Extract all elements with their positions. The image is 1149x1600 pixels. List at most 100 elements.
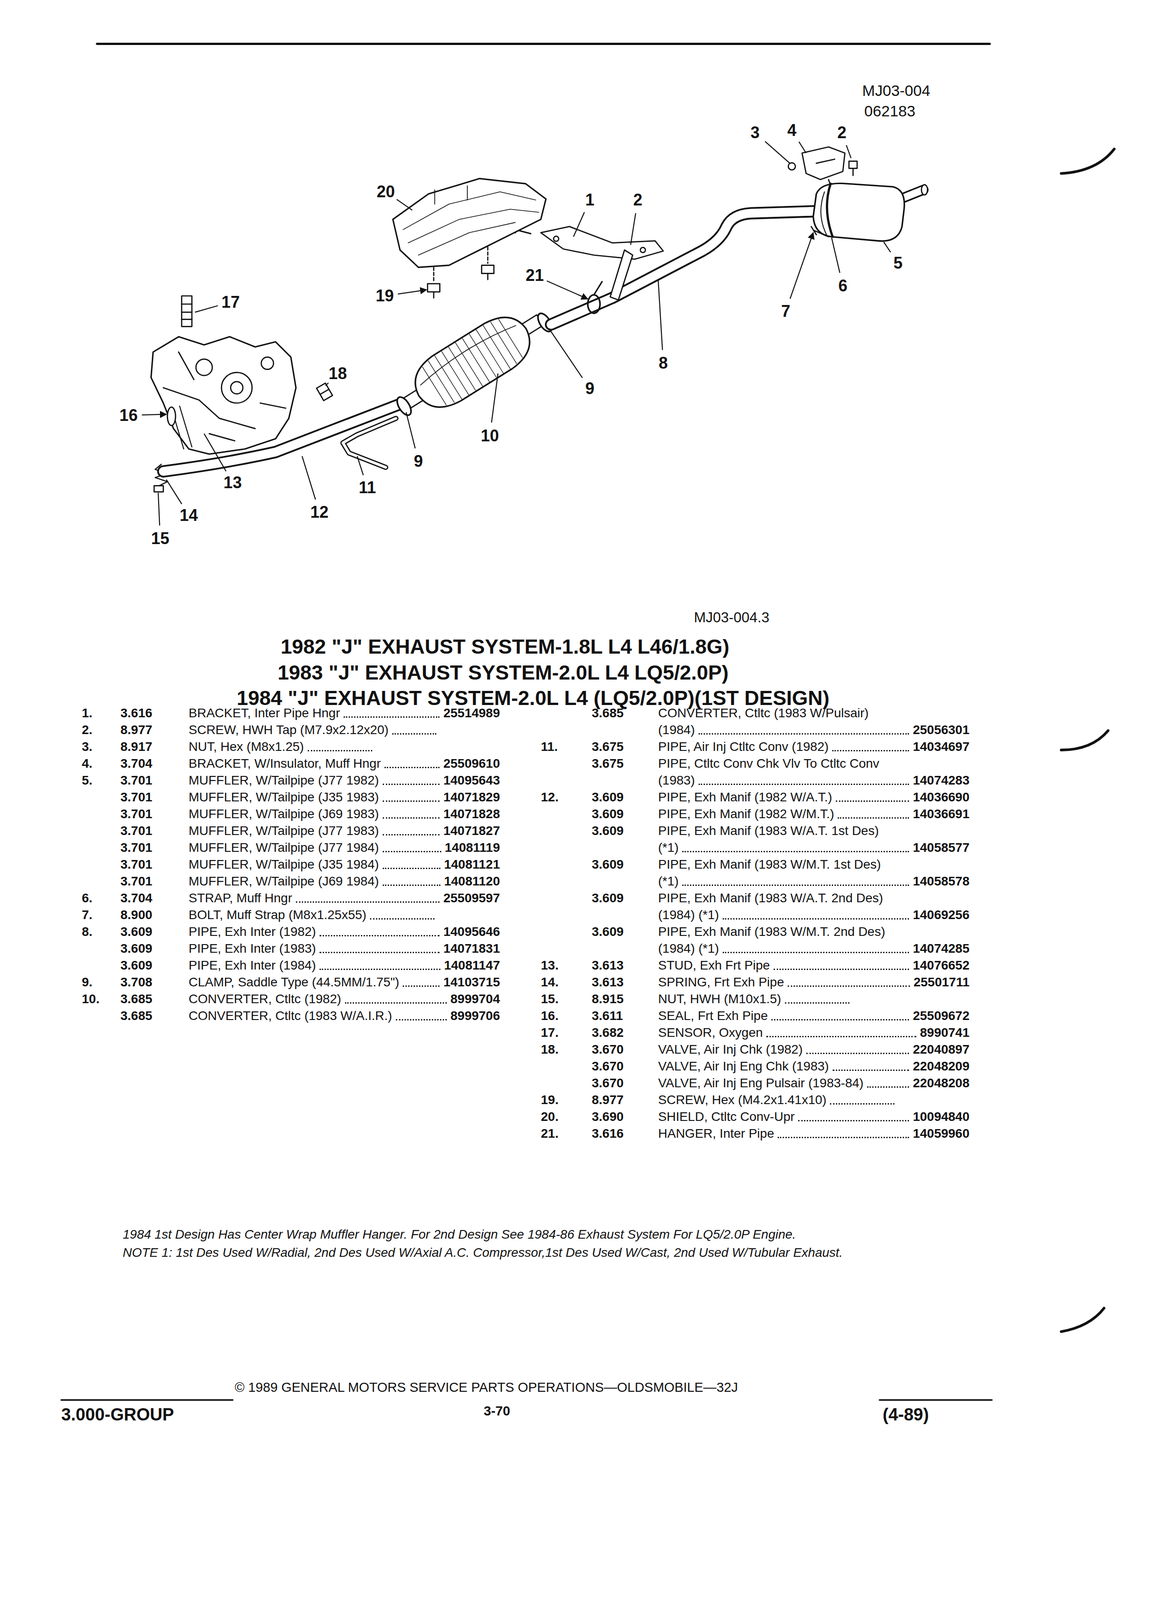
dot-leader xyxy=(682,884,910,886)
group-code: 3.611 xyxy=(591,1007,624,1025)
part-number: 8999706 xyxy=(450,1007,500,1025)
group-code: 3.670 xyxy=(591,1057,624,1075)
dot-leader xyxy=(771,1019,910,1021)
item-number: 15. xyxy=(540,990,559,1008)
group-code: 3.701 xyxy=(120,872,153,890)
item-number: 7. xyxy=(81,906,93,924)
callout-number: 9 xyxy=(585,380,595,397)
part-description: MUFFLER, W/Tailpipe (J77 1982) xyxy=(188,771,424,789)
part-description: MUFFLER, W/Tailpipe (J35 1984) xyxy=(188,855,424,873)
section-heading: 1982 "J" EXHAUST SYSTEM-1.8L L4 L46/1.8G… xyxy=(280,634,730,660)
group-code: 3.609 xyxy=(120,923,153,940)
leader-line xyxy=(573,212,585,237)
dot-leader xyxy=(382,783,440,785)
part-number: 22040897 xyxy=(912,1040,970,1058)
part-description: CLAMP, Saddle Type (44.5MM/1.75") xyxy=(188,973,424,991)
dot-leader xyxy=(382,834,440,836)
callout-number: 3 xyxy=(750,124,760,141)
group-code: 3.609 xyxy=(120,956,153,974)
dot-leader xyxy=(307,749,373,752)
item-number: 19. xyxy=(540,1091,559,1109)
part-description: NUT, Hex (M8x1.25) xyxy=(188,738,424,755)
item-number: 18. xyxy=(540,1040,559,1058)
part-description: SEAL, Frt Exh Pipe xyxy=(658,1007,894,1025)
part-description: BRACKET, Inter Pipe Hngr xyxy=(188,704,424,722)
callout-number: 18 xyxy=(328,365,347,382)
leader-line xyxy=(397,289,427,295)
part-number: 25509597 xyxy=(443,889,500,907)
group-code: 3.613 xyxy=(591,956,624,974)
group-code: 3.701 xyxy=(120,855,153,873)
dot-leader xyxy=(382,867,441,870)
part-description: PIPE, Exh Inter (1982) xyxy=(188,923,424,940)
group-code: 3.609 xyxy=(591,923,624,940)
group-code: 8.977 xyxy=(120,721,153,739)
callout-number: 11 xyxy=(358,479,376,496)
part-number: 14036691 xyxy=(912,805,970,823)
callout-number: 17 xyxy=(221,294,240,311)
dot-leader xyxy=(784,1002,850,1004)
dot-leader xyxy=(369,918,435,920)
callout-number: 6 xyxy=(838,277,848,295)
part-description: PIPE, Air Inj Ctltc Conv (1982) xyxy=(658,738,894,755)
leader-line xyxy=(658,279,663,350)
part-number: 14071831 xyxy=(443,939,500,957)
callout-number: 15 xyxy=(150,530,170,547)
group-code: 8.900 xyxy=(120,906,153,924)
part-number: 25501711 xyxy=(913,973,970,991)
item-number: 8. xyxy=(81,923,93,940)
dot-leader xyxy=(837,817,910,819)
part-description: PIPE, Exh Manif (1983 W/A.T. 1st Des) (*… xyxy=(658,822,894,856)
copyright-line: © 1989 GENERAL MOTORS SERVICE PARTS OPER… xyxy=(234,1379,738,1396)
part-description: PIPE, Exh Manif (1982 W/A.T.) xyxy=(658,788,894,806)
leader-line xyxy=(357,455,364,475)
group-code: 3.708 xyxy=(120,973,153,991)
part-description: SPRING, Frt Exh Pipe xyxy=(658,973,894,991)
part-number: 8990741 xyxy=(919,1024,970,1041)
group-label: 3.000-GROUP xyxy=(61,1403,175,1425)
part-description: CONVERTER, Ctltc (1983 W/A.I.R.) xyxy=(188,1007,424,1025)
callout-number: 20 xyxy=(376,183,395,200)
leader-line xyxy=(325,382,329,386)
drawing-code: MJ03-004 xyxy=(862,81,931,100)
item-number: 4. xyxy=(81,754,93,772)
part-description: PIPE, Exh Inter (1983) xyxy=(188,939,424,957)
part-description: BOLT, Muff Strap (M8x1.25x55) xyxy=(188,906,424,924)
part-description: VALVE, Air Inj Eng Pulsair (1983-84) xyxy=(658,1074,894,1092)
group-code: 8.977 xyxy=(591,1091,624,1109)
callout-number: 7 xyxy=(781,303,791,320)
dot-leader xyxy=(832,1069,910,1071)
dot-leader xyxy=(835,800,910,802)
part-description: PIPE, Exh Manif (1982 W/M.T.) xyxy=(658,805,894,823)
group-code: 3.670 xyxy=(591,1074,624,1092)
leader-line xyxy=(789,232,814,299)
part-description: MUFFLER, W/Tailpipe (J69 1984) xyxy=(188,872,424,890)
group-code: 3.701 xyxy=(120,771,153,789)
part-description: PIPE, Exh Manif (1983 W/M.T. 2nd Des) (1… xyxy=(658,923,894,957)
dot-leader xyxy=(295,901,440,903)
dot-leader xyxy=(722,951,910,954)
group-code: 3.609 xyxy=(591,889,624,907)
dot-leader xyxy=(777,1136,910,1139)
part-description: SCREW, Hex (M4.2x1.41x10) xyxy=(658,1091,894,1109)
group-code: 3.690 xyxy=(591,1108,624,1125)
item-number: 14. xyxy=(540,973,559,991)
leader-line xyxy=(846,144,851,159)
part-number: 14059960 xyxy=(912,1124,970,1142)
item-number: 11. xyxy=(540,738,558,755)
dot-leader xyxy=(392,733,437,735)
part-description: STUD, Exh Frt Pipe xyxy=(658,956,894,974)
part-description: MUFFLER, W/Tailpipe (J69 1983) xyxy=(188,805,424,823)
part-number: 14095643 xyxy=(443,771,500,789)
dot-leader xyxy=(382,884,441,886)
part-number: 14103715 xyxy=(443,973,500,991)
dot-leader xyxy=(766,1035,917,1038)
part-description: SCREW, HWH Tap (M7.9x2.12x20) xyxy=(188,721,424,739)
part-number: 10094840 xyxy=(912,1108,970,1125)
callout-number: 13 xyxy=(223,474,242,491)
dot-leader xyxy=(798,1119,910,1122)
item-number: 10. xyxy=(81,990,100,1008)
part-number: 14076652 xyxy=(912,956,970,974)
dot-leader xyxy=(319,968,441,970)
